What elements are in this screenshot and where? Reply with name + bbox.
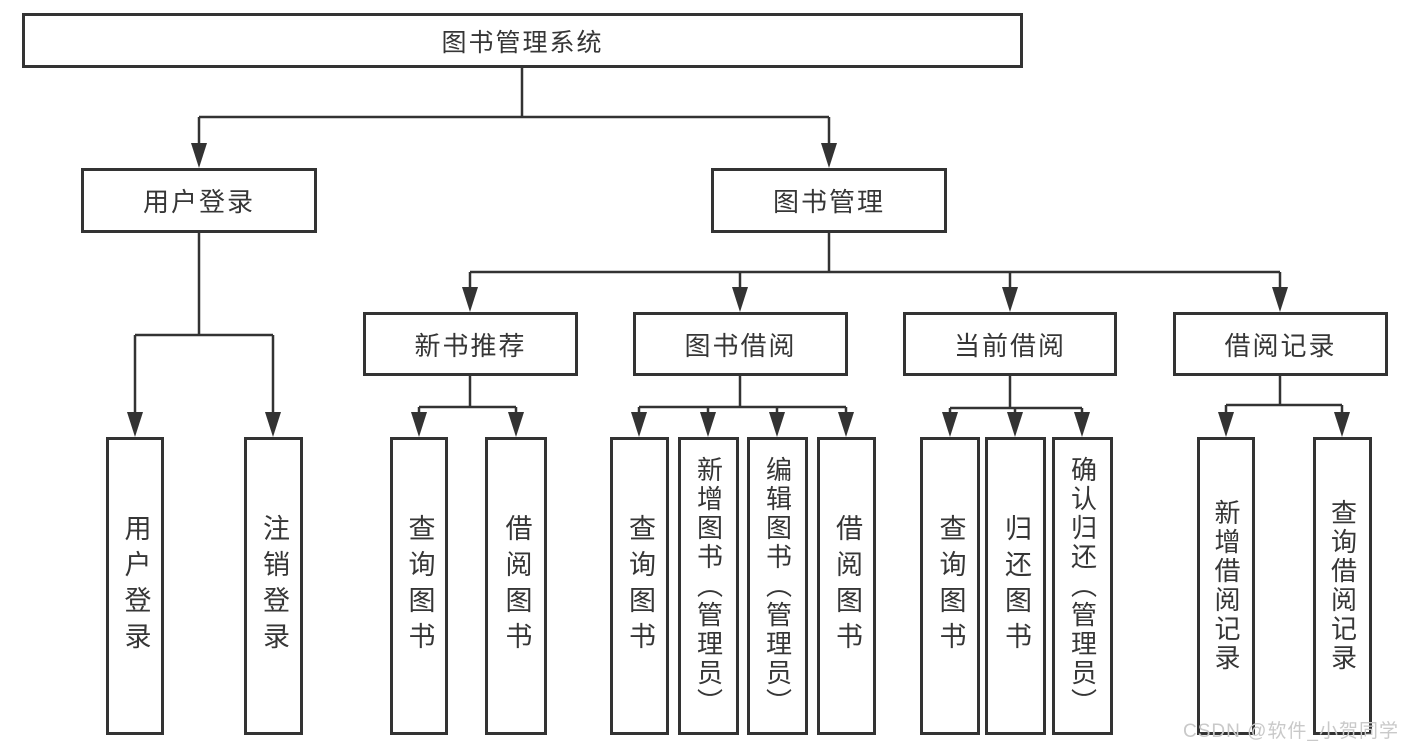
node-new-book-recommend: 新书推荐 bbox=[363, 312, 578, 376]
leaf-confirm-return-admin: 确认归还（管理员） bbox=[1052, 437, 1113, 735]
leaf-add-borrow-record: 新增借阅记录 bbox=[1197, 437, 1255, 735]
node-system-root: 图书管理系统 bbox=[22, 13, 1023, 68]
watermark: CSDN @软件_小贺同学 bbox=[1183, 721, 1399, 742]
arrowheads bbox=[127, 143, 1350, 437]
leaf-add-book-admin: 新增图书（管理员） bbox=[678, 437, 739, 735]
leaf-query-books-borrow: 查询图书 bbox=[610, 437, 669, 735]
leaf-user-login: 用户登录 bbox=[106, 437, 164, 735]
node-borrow-records: 借阅记录 bbox=[1173, 312, 1388, 376]
node-book-borrow: 图书借阅 bbox=[633, 312, 848, 376]
node-current-borrow: 当前借阅 bbox=[903, 312, 1117, 376]
leaf-edit-book-admin: 编辑图书（管理员） bbox=[747, 437, 808, 735]
node-user-login: 用户登录 bbox=[81, 168, 317, 233]
leaf-logout: 注销登录 bbox=[244, 437, 303, 735]
leaf-borrow-books: 借阅图书 bbox=[817, 437, 876, 735]
leaf-return-book: 归还图书 bbox=[985, 437, 1046, 735]
leaf-query-books-recommend: 查询图书 bbox=[390, 437, 448, 735]
leaf-borrow-books-recommend: 借阅图书 bbox=[485, 437, 547, 735]
leaf-query-borrow-record: 查询借阅记录 bbox=[1313, 437, 1372, 735]
node-book-management: 图书管理 bbox=[711, 168, 947, 233]
leaf-query-books-current: 查询图书 bbox=[920, 437, 980, 735]
